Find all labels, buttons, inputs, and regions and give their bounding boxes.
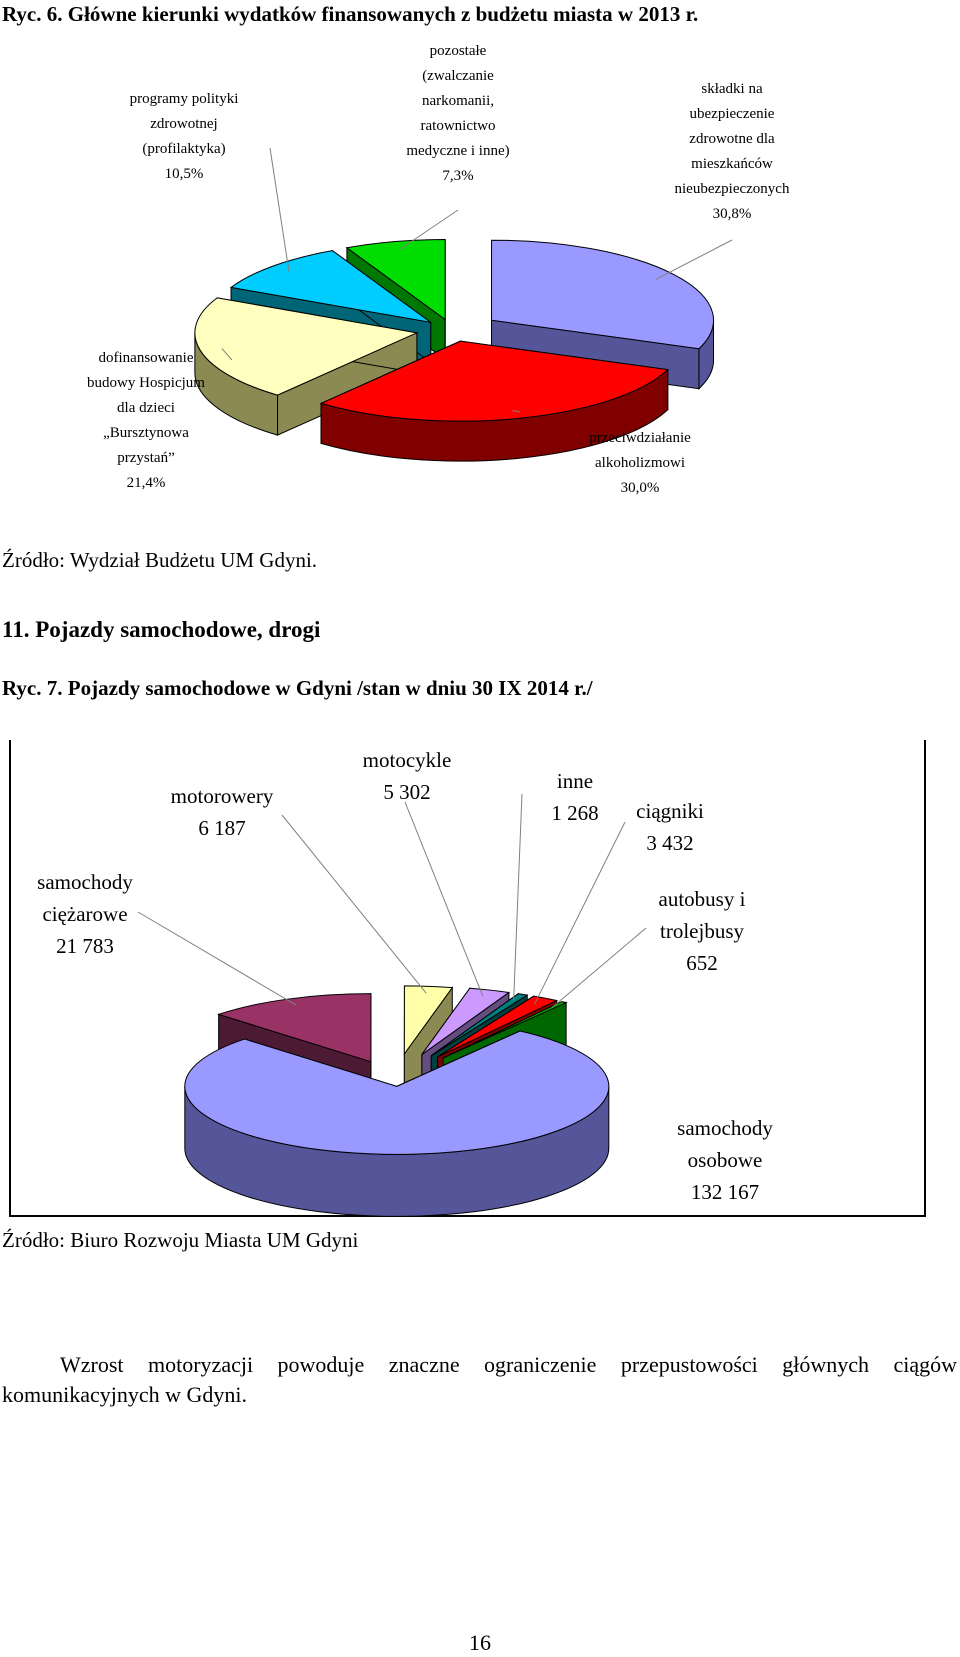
slice-przeciwdzialanie-alkoholizmowi [319, 340, 669, 462]
slice-top [421, 987, 511, 1055]
figure-6-source: Źródło: Wydział Budżetu UM Gdyni. [2, 548, 318, 572]
slice-top [184, 1030, 610, 1155]
slice-top [442, 1001, 568, 1059]
slice-top [403, 985, 454, 1056]
slice-top [345, 238, 446, 321]
leader-line [221, 348, 233, 361]
slice-dofinansowanie-budowy-hospicjum-dla-dzieci-bursztynowa-przystan [194, 297, 419, 436]
slice-top [194, 297, 419, 396]
slice-top [319, 340, 669, 422]
leader-line [137, 911, 297, 1006]
figure-7-caption: Ryc. 7. Pojazdy samochodowe w Gdyni /sta… [2, 676, 593, 700]
body-paragraph: Wzrost motoryzacji powoduje znaczne ogra… [2, 1352, 957, 1407]
chart-frame [9, 740, 926, 1217]
slice-samochody-osobowe [184, 1030, 610, 1217]
leader-line [404, 801, 484, 997]
page-number: 16 [469, 1630, 491, 1655]
leader-line [655, 239, 733, 280]
figure-6-caption: Ryc. 6. Główne kierunki wydatków finanso… [2, 2, 699, 26]
leader-line [399, 209, 459, 250]
slice-top [430, 993, 529, 1057]
leader-line [269, 147, 290, 272]
figure-7-source: Źródło: Biuro Rozwoju Miasta UM Gdyni [2, 1228, 359, 1252]
section-heading: 11. Pojazdy samochodowe, drogi [2, 617, 321, 642]
slice-top [437, 995, 559, 1058]
slice-top [229, 250, 432, 323]
leader-line [281, 814, 427, 994]
slice-top [491, 239, 714, 350]
leader-line [534, 821, 626, 1005]
slice-top [216, 993, 372, 1063]
leader-line [551, 927, 647, 1009]
leader-line [512, 410, 521, 413]
leader-line [513, 793, 523, 1001]
